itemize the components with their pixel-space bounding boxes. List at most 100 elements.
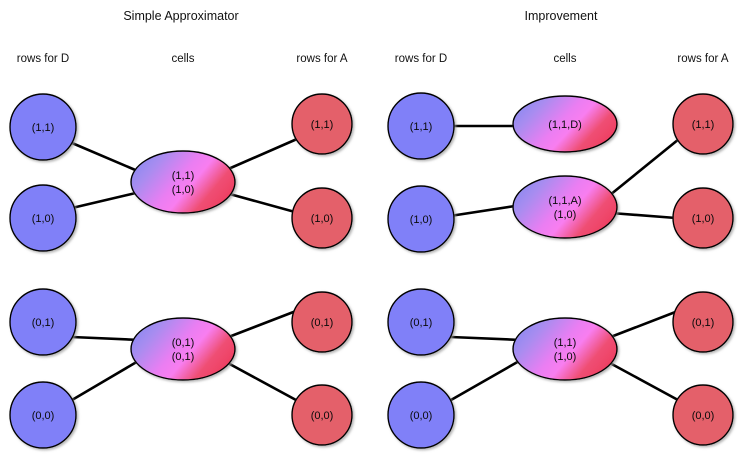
a-node-a-0-1[interactable]: (0,1) [291,291,353,353]
cell-node-cell-d[interactable]: (1,1,D) [512,95,618,153]
d-node-label: (0,0) [410,410,433,422]
column-label-rows-for-a: rows for A [677,53,728,65]
cells-group: (1,1,D) (1,1,A) (1,0) (1,1) (1,0) [512,95,618,381]
a-node-a-1-1[interactable]: (1,1) [672,93,734,155]
edge-e-top-a10 [224,191,297,214]
a-node-label: (1,0) [311,213,334,225]
d-node-d-1-1[interactable]: (1,1) [9,93,77,161]
d-node-circle[interactable] [9,184,77,252]
edge-e-bot-a00 [224,360,298,402]
column-label-rows-for-d: rows for D [395,53,447,65]
d-node-label: (1,1) [410,121,433,133]
edge-e-d11-top [70,141,142,174]
column-label-rows-for-d: rows for D [17,53,69,65]
cell-label: (1,1,A) [548,195,581,207]
d-node-d-0-0[interactable]: (0,0) [9,381,77,449]
d-node-d-0-1[interactable]: (0,1) [9,288,77,356]
column-label-cells: cells [553,53,576,65]
edge-e-d10-top [70,190,142,210]
cell-label: (1,0) [172,184,195,196]
d-node-d-0-0[interactable]: (0,0) [387,381,455,449]
a-node-circle[interactable] [291,384,353,446]
cell-node-cell-bottom[interactable]: (1,1) (1,0) [512,317,618,381]
d-nodes-group: (1,1) (1,0) (0,1) (0,0) [387,92,455,449]
d-node-d-1-0[interactable]: (1,0) [387,185,455,253]
edge-e-d00-bot [70,358,142,402]
edge-e-bot-a01 [606,309,680,340]
d-node-circle[interactable] [387,185,455,253]
d-node-circle[interactable] [9,288,77,356]
cell-label: (1,1) [554,337,577,349]
d-node-circle[interactable] [387,92,455,160]
a-node-a-0-0[interactable]: (0,0) [672,384,734,446]
cell-label: (1,0) [554,209,577,221]
a-node-label: (1,1) [311,119,334,131]
panel-title: Improvement [525,9,598,23]
d-node-circle[interactable] [387,288,455,356]
edge-e-cella-a11 [608,137,681,197]
panel-simple-approximator: (1,1) (1,0) (0,1) (0,1) (1,1) (1,0) (0,1) (0,0)… [9,9,353,449]
a-node-a-0-1[interactable]: (0,1) [672,291,734,353]
panel-title: Simple Approximator [123,9,238,23]
a-node-label: (0,1) [692,317,715,329]
edge-e-d10-cella [448,204,517,218]
edge-e-d01-bot [70,335,142,342]
edge-e-bot-a00 [606,360,680,402]
panel-improvement: (1,1,D)(1,1,A)(1,0)(1,1)(1,0)(1,1)(1,0)(… [387,9,734,449]
a-node-a-1-0[interactable]: (1,0) [291,187,353,249]
cell-label: (0,1) [172,351,195,363]
d-node-circle[interactable] [9,93,77,161]
d-node-d-0-1[interactable]: (0,1) [387,288,455,356]
cell-ellipse[interactable] [130,150,236,214]
cell-ellipse[interactable] [512,175,618,239]
cell-node-cell-top[interactable]: (1,1) (1,0) [130,150,236,214]
d-node-label: (1,0) [32,213,55,225]
a-node-a-1-0[interactable]: (1,0) [672,187,734,249]
cell-label: (1,1) [172,170,195,182]
d-node-label: (0,1) [32,317,55,329]
column-label-rows-for-a: rows for A [296,53,347,65]
d-node-circle[interactable] [387,381,455,449]
edge-e-d01-bot [449,335,523,342]
edge-e-d00-bot [449,358,523,402]
a-node-a-0-0[interactable]: (0,0) [291,384,353,446]
cell-node-cell-bottom[interactable]: (0,1) (0,1) [130,317,236,381]
d-nodes-group: (1,1) (1,0) (0,1) (0,0) [9,93,77,449]
edge-e-cella-a10 [609,211,678,220]
a-node-label: (1,1) [692,119,715,131]
edge-e-bot-a01 [224,309,298,340]
cells-group: (1,1) (1,0) (0,1) (0,1) [130,150,236,381]
cell-label: (1,0) [554,351,577,363]
a-node-label: (1,0) [692,213,715,225]
a-node-circle[interactable] [672,291,734,353]
d-node-d-1-1[interactable]: (1,1) [387,92,455,160]
a-node-circle[interactable] [291,291,353,353]
cell-ellipse[interactable] [512,317,618,381]
a-node-a-1-1[interactable]: (1,1) [291,93,353,155]
a-nodes-group: (1,1) (1,0) (0,1) (0,0) [291,93,353,446]
d-node-label: (1,1) [32,122,55,134]
edges-group [448,124,681,402]
cell-node-cell-a[interactable]: (1,1,A) (1,0) [512,175,618,239]
a-nodes-group: (1,1) (1,0) (0,1) (0,0) [672,93,734,446]
column-label-cells: cells [171,53,194,65]
a-node-circle[interactable] [672,384,734,446]
edges-group [70,137,299,402]
cell-ellipse[interactable] [512,95,618,153]
d-node-circle[interactable] [9,381,77,449]
d-node-label: (1,0) [410,214,433,226]
a-node-label: (0,0) [692,410,715,422]
a-node-circle[interactable] [291,93,353,155]
d-node-label: (0,1) [410,317,433,329]
cell-ellipse[interactable] [130,317,236,381]
d-node-label: (0,0) [32,410,55,422]
a-node-circle[interactable] [291,187,353,249]
a-node-circle[interactable] [672,93,734,155]
a-node-circle[interactable] [672,187,734,249]
d-node-d-1-0[interactable]: (1,0) [9,184,77,252]
edge-e-top-a11 [224,137,299,172]
cell-label: (1,1,D) [548,119,582,131]
cell-label: (0,1) [172,337,195,349]
